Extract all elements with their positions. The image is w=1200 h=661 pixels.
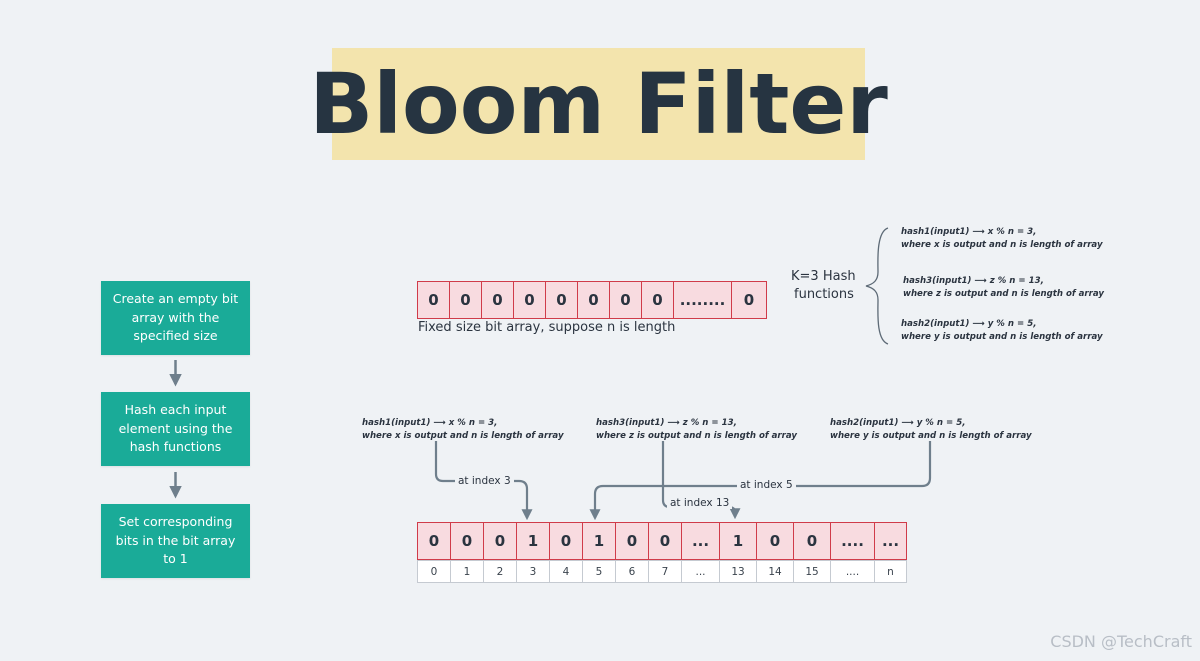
hash-function-formula: hash2(input1) ⟶ y % n = 5, bbox=[901, 319, 1037, 329]
bit-cell: 0 bbox=[793, 522, 831, 560]
hash-function-description: where x is output and n is length of arr… bbox=[901, 240, 1103, 250]
bit-cell: 0 bbox=[648, 522, 682, 560]
index-cell: .... bbox=[830, 560, 875, 583]
step-set-bits: Set corresponding bits in the bit array … bbox=[101, 504, 250, 578]
bit-cell: 0 bbox=[577, 281, 610, 319]
page-title: Bloom Filter bbox=[309, 55, 888, 153]
mapping-formula: hash2(input1) ⟶ y % n = 5, bbox=[830, 418, 966, 428]
index-cell: 13 bbox=[719, 560, 757, 583]
index-cell: ... bbox=[681, 560, 720, 583]
bit-cell-ellipsis: ... bbox=[874, 522, 907, 560]
bit-cell: 0 bbox=[615, 522, 649, 560]
index-cell: 4 bbox=[549, 560, 583, 583]
bit-cell: 0 bbox=[641, 281, 674, 319]
index-cell: 6 bbox=[615, 560, 649, 583]
bit-cell: 0 bbox=[449, 281, 482, 319]
mapping-note-hash3: hash3(input1) ⟶ z % n = 13, where z is o… bbox=[596, 417, 797, 443]
bit-cell: 0 bbox=[545, 281, 578, 319]
index-cell: 7 bbox=[648, 560, 682, 583]
step-hash-elements: Hash each input element using the hash f… bbox=[101, 392, 250, 466]
step-create-array: Create an empty bit array with the speci… bbox=[101, 281, 250, 355]
empty-bit-array: 0 0 0 0 0 0 0 0 ........ 0 bbox=[417, 281, 767, 319]
index-cell: 2 bbox=[483, 560, 517, 583]
bit-cell: 0 bbox=[417, 281, 450, 319]
arrow-label-index-5: at index 5 bbox=[737, 479, 796, 491]
arrow-label-index-13: at index 13 bbox=[667, 497, 733, 509]
hash-function-formula: hash3(input1) ⟶ z % n = 13, bbox=[903, 276, 1044, 286]
hash-count-label-line2: functions bbox=[794, 287, 854, 302]
hash-function-1: hash1(input1) ⟶ x % n = 3, where x is ou… bbox=[901, 226, 1103, 252]
mapping-note-hash2: hash2(input1) ⟶ y % n = 5, where y is ou… bbox=[830, 417, 1032, 443]
bit-cell: 0 bbox=[481, 281, 514, 319]
title-highlight: Bloom Filter bbox=[309, 48, 888, 160]
watermark: CSDN @TechCraft bbox=[1050, 632, 1192, 651]
mapping-formula: hash3(input1) ⟶ z % n = 13, bbox=[596, 418, 737, 428]
mapping-formula: hash1(input1) ⟶ x % n = 3, bbox=[362, 418, 498, 428]
index-cell: n bbox=[874, 560, 907, 583]
hash-function-description: where z is output and n is length of arr… bbox=[903, 289, 1105, 299]
hash-function-formula: hash1(input1) ⟶ x % n = 3, bbox=[901, 227, 1037, 237]
bit-cell: 0 bbox=[609, 281, 642, 319]
bit-cell: 0 bbox=[483, 522, 517, 560]
index-cell: 0 bbox=[417, 560, 451, 583]
bit-cell-ellipsis: .... bbox=[830, 522, 875, 560]
hash-function-3: hash3(input1) ⟶ z % n = 13, where z is o… bbox=[903, 275, 1104, 301]
hash-count-label-line1: K=3 Hash bbox=[791, 269, 856, 284]
mapping-description: where z is output and n is length of arr… bbox=[596, 431, 798, 441]
bit-cell: 0 bbox=[549, 522, 583, 560]
arrow-label-index-3: at index 3 bbox=[455, 475, 514, 487]
index-cell: 1 bbox=[450, 560, 484, 583]
hash-brace bbox=[865, 227, 889, 345]
bit-cell: 0 bbox=[756, 522, 794, 560]
array-caption: Fixed size bit array, suppose n is lengt… bbox=[418, 320, 676, 335]
mapping-description: where x is output and n is length of arr… bbox=[362, 431, 564, 441]
bit-cell: 0 bbox=[513, 281, 546, 319]
index-cell: 14 bbox=[756, 560, 794, 583]
bit-cell-set: 1 bbox=[582, 522, 616, 560]
bit-cell-set: 1 bbox=[719, 522, 757, 560]
filled-bit-array: 0 0 0 1 0 1 0 0 ... 1 0 0 .... ... bbox=[417, 522, 907, 560]
bit-cell-ellipsis: ........ bbox=[673, 281, 732, 319]
index-row: 0 1 2 3 4 5 6 7 ... 13 14 15 .... n bbox=[417, 560, 907, 583]
hash-function-2: hash2(input1) ⟶ y % n = 5, where y is ou… bbox=[901, 318, 1103, 344]
index-cell: 3 bbox=[516, 560, 550, 583]
bit-cell-set: 1 bbox=[516, 522, 550, 560]
mapping-note-hash1: hash1(input1) ⟶ x % n = 3, where x is ou… bbox=[362, 417, 564, 443]
mapping-description: where y is output and n is length of arr… bbox=[830, 431, 1032, 441]
index-cell: 5 bbox=[582, 560, 616, 583]
hash-function-description: where y is output and n is length of arr… bbox=[901, 332, 1103, 342]
bit-cell: 0 bbox=[450, 522, 484, 560]
bit-cell: 0 bbox=[731, 281, 767, 319]
bit-cell-ellipsis: ... bbox=[681, 522, 720, 560]
index-cell: 15 bbox=[793, 560, 831, 583]
bit-cell: 0 bbox=[417, 522, 451, 560]
